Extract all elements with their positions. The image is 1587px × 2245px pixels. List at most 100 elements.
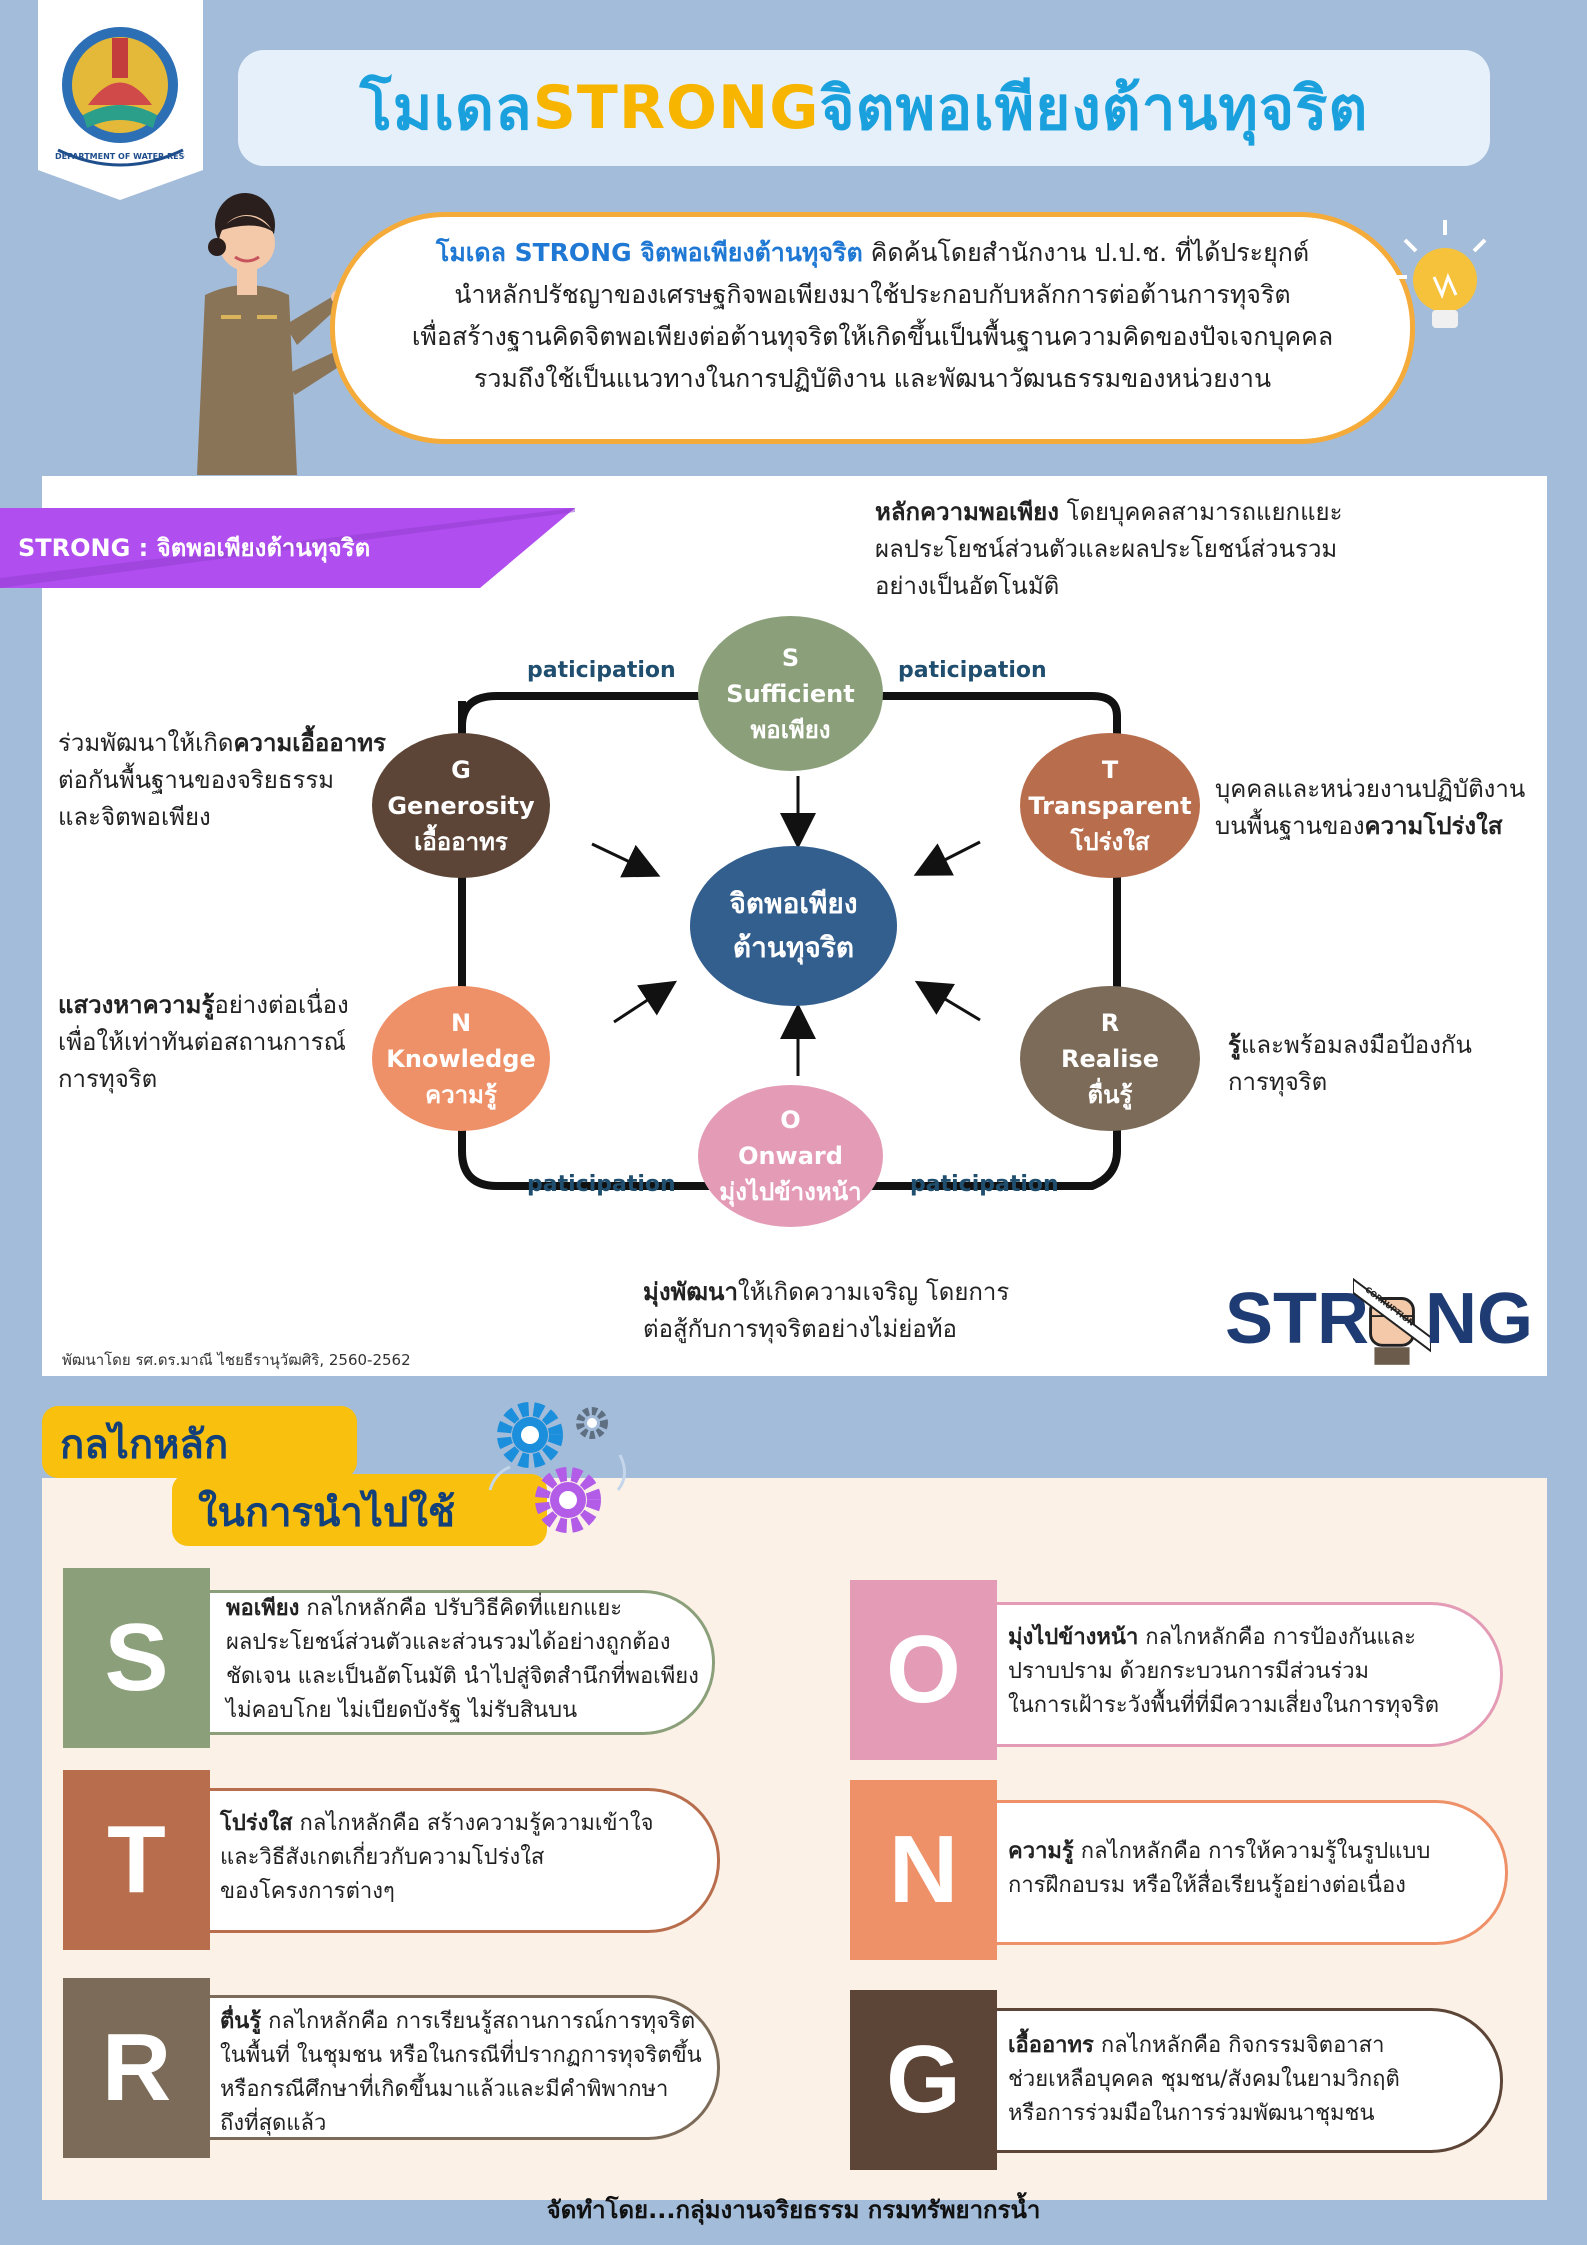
desc-n-bold: แสวงหาความรู้: [58, 991, 215, 1019]
desc-g-line-2: ต่อกันพื้นฐานของจริยธรรม: [58, 766, 335, 794]
desc-g: ร่วมพัฒนาให้เกิดความเอื้ออาทร ต่อกันพื้น…: [58, 725, 398, 836]
node-r-letter: R: [1100, 1008, 1120, 1037]
node-g: G Generosity เอื้ออาทร: [372, 733, 550, 878]
mechanism-letter-t: T: [63, 1770, 210, 1950]
desc-n-rest-1: อย่างต่อเนื่อง: [214, 991, 349, 1019]
mechanism-text-s: พอเพียง กลไกหลักคือ ปรับวิธีคิดที่แยกแยะ…: [226, 1592, 716, 1728]
mechanism-r-line-4: ถึงที่สุดแล้ว: [220, 2111, 327, 2136]
mechanism-s-bold: พอเพียง: [226, 1596, 300, 1621]
desc-n: แสวงหาความรู้อย่างต่อเนื่อง เพื่อให้เท่า…: [58, 987, 378, 1098]
desc-t: บุคคลและหน่วยงานปฏิบัติงาน บนพื้นฐานของค…: [1215, 771, 1545, 845]
mechanism-letter-s: S: [63, 1568, 210, 1748]
mechanism-n-line-1: กลไกหลักคือ การให้ความรู้ในรูปแบบ: [1073, 1839, 1431, 1864]
mechanism-n-bold: ความรู้: [1008, 1839, 1074, 1864]
mechanism-title-bg-2: [172, 1474, 547, 1546]
desc-s-rest-2: ผลประโยชน์ส่วนตัวและผลประโยชน์ส่วนรวม: [875, 535, 1338, 563]
mechanism-g-line-3: หรือการร่วมมือในการร่วมพัฒนาชุมชน: [1008, 2101, 1375, 2126]
title-part-2: STRONG: [532, 73, 820, 143]
node-n-letter: N: [450, 1008, 472, 1037]
mechanism-card-g: [995, 2008, 1503, 2153]
mechanism-t-line-3: ของโครงการต่างๆ: [220, 1879, 395, 1904]
node-t: T Transparent โปร่งใส: [1020, 733, 1200, 878]
mechanism-g-bold: เอื้ออาทร: [1008, 2033, 1094, 2058]
mechanism-letter-g: G: [850, 1990, 997, 2170]
desc-t-pre-2: บนพื้นฐานของ: [1215, 812, 1365, 840]
credit-text: พัฒนาโดย รศ.ดร.มาณี ไชยธีรานุวัฒศิริ, 25…: [62, 1351, 411, 1369]
strong-banner-label: STRONG : จิตพอเพียงต้านทุจริต: [18, 534, 371, 562]
arrow-r: [914, 980, 981, 1022]
mechanism-t-line-1: กลไกหลักคือ สร้างความรู้ความเข้าใจ: [292, 1811, 654, 1836]
desc-o-line-2: ต่อสู้กับการทุจริตอย่างไม่ย่อท้อ: [643, 1315, 957, 1343]
mechanism-r-line-2: ในพื้นที่ ในชุมชน หรือในกรณีที่ปรากฏการท…: [220, 2043, 702, 2068]
mechanism-card-s: [210, 1590, 715, 1735]
desc-n-line-2: เพื่อให้เท่าทันต่อสถานการณ์: [58, 1028, 346, 1056]
desc-n-line-3: การทุจริต: [58, 1065, 158, 1093]
logo-caption: DEPARTMENT OF WATER RESOURCES: [55, 152, 185, 161]
node-t-th: โปร่งใส: [1070, 827, 1150, 856]
node-g-letter: G: [451, 755, 471, 784]
mechanism-s-line-4: ไม่คอบโกย ไม่เบียดบังรัฐ ไม่รับสินบน: [226, 1698, 578, 1723]
desc-t-line-1: บุคคลและหน่วยงานปฏิบัติงาน: [1215, 775, 1526, 803]
desc-s-rest-1: โดยบุคคลสามารถแยกแยะ: [1058, 498, 1343, 526]
strong-banner: [0, 508, 575, 588]
desc-r: รู้และพร้อมลงมือป้องกัน การทุจริต: [1228, 1027, 1528, 1101]
arrow-n: [613, 980, 678, 1024]
mechanism-title-line-1: กลไกหลัก: [60, 1422, 229, 1468]
center-line-2: ต้านทุจริต: [732, 931, 855, 964]
strong-logo: STR CORRUPTION NG: [1225, 1268, 1533, 1368]
mechanism-r-bold: ตื่นรู้: [220, 2009, 262, 2034]
desc-o-bold: มุ่งพัฒนา: [643, 1278, 738, 1306]
title-box: [238, 50, 1490, 166]
mechanism-s-line-1: กลไกหลักคือ ปรับวิธีคิดที่แยกแยะ: [299, 1596, 623, 1621]
desc-o-rest-1: ให้เกิดความเจริญ โดยการ: [737, 1278, 1010, 1306]
participation-label-bottom-right: paticipation: [910, 1172, 1059, 1197]
node-r-en: Realise: [1061, 1044, 1159, 1073]
intro-line-1: โมเดล STRONG จิตพอเพียงต้านทุจริต คิดค้น…: [360, 232, 1385, 274]
mechanism-n-line-2: การฝึกอบรม หรือให้สื่อเรียนรู้อย่างต่อเน…: [1008, 1873, 1406, 1898]
mechanism-t-bold: โปร่งใส: [220, 1811, 293, 1836]
strong-logo-left: STR: [1225, 1279, 1369, 1359]
participation-label-top-left: paticipation: [527, 658, 676, 683]
node-o: O Onward มุ่งไปข้างหน้า: [698, 1085, 883, 1227]
participation-label-bottom-left: paticipation: [527, 1172, 676, 1197]
mechanism-o-line-3: ในการเฝ้าระวังพื้นที่ที่มีความเสี่ยงในกา…: [1008, 1693, 1440, 1718]
diagram-connectors: [458, 692, 1121, 1190]
mechanism-r-line-1: กลไกหลักคือ การเรียนรู้สถานการณ์การทุจริ…: [261, 2009, 696, 2034]
center-node: จิตพอเพียง ต้านทุจริต: [690, 846, 897, 1006]
node-o-en: Onward: [738, 1142, 843, 1170]
footer-credit: จัดทำโดย...กลุ่มงานจริยธรรม กรมทรัพยากรน…: [546, 2196, 1041, 2224]
mechanism-t-line-2: และวิธีสังเกตเกี่ยวกับความโปร่งใส: [220, 1845, 545, 1870]
node-g-en: Generosity: [387, 791, 535, 820]
mechanism-letter-o: O: [850, 1580, 997, 1760]
mechanism-s-line-2: ผลประโยชน์ส่วนตัวและส่วนรวมได้อย่างถูกต้…: [226, 1630, 671, 1655]
lightbulb-icon: [1392, 220, 1487, 328]
title-part-1: โมเดล: [359, 73, 533, 144]
node-n-en: Knowledge: [386, 1044, 536, 1073]
node-s-en: Sufficient: [726, 679, 855, 708]
mechanism-text-o: มุ่งไปข้างหน้า กลไกหลักคือ การป้องกันและ…: [1008, 1621, 1498, 1723]
mechanism-letter-r: R: [63, 1978, 210, 2158]
mechanism-text-r: ตื่นรู้ กลไกหลักคือ การเรียนรู้สถานการณ์…: [220, 2005, 720, 2141]
mechanism-g-line-2: ช่วยเหลือบุคคล ชุมชน/สังคมในยามวิกฤติ: [1008, 2067, 1400, 2092]
intro-text: โมเดล STRONG จิตพอเพียงต้านทุจริต คิดค้น…: [360, 232, 1385, 400]
gears-icon: [488, 1402, 626, 1533]
intro-line-3: เพื่อสร้างฐานคิดจิตพอเพียงต่อต้านทุจริตใ…: [411, 322, 1334, 351]
mechanism-card-o: [995, 1602, 1503, 1747]
mechanism-text-n: ความรู้ กลไกหลักคือ การให้ความรู้ในรูปแบ…: [1008, 1835, 1503, 1903]
department-logo: [38, 0, 203, 200]
mechanism-title-line-2: ในการนำไปใช้: [198, 1490, 456, 1536]
desc-s-bold: หลักความพอเพียง: [875, 498, 1059, 526]
desc-r-rest-1: และพร้อมลงมือป้องกัน: [1240, 1031, 1472, 1059]
mechanism-card-r: [210, 1995, 720, 2140]
intro-line-2: นำหลักปรัชญาของเศรษฐกิจพอเพียงมาใช้ประกอ…: [454, 280, 1291, 309]
node-t-en: Transparent: [1028, 791, 1192, 820]
mechanism-o-line-2: ปราบปราม ด้วยกระบวนการมีส่วนร่วม: [1008, 1659, 1370, 1684]
desc-s-rest-3: อย่างเป็นอัตโนมัติ: [875, 572, 1060, 600]
node-r-th: ตื่นรู้: [1087, 1080, 1133, 1109]
title-part-3: จิตพอเพียงต้านทุจริต: [819, 73, 1369, 144]
node-r: R Realise ตื่นรู้: [1020, 986, 1200, 1131]
desc-r-line-2: การทุจริต: [1228, 1068, 1328, 1096]
desc-g-pre-1: ร่วมพัฒนาให้เกิด: [58, 729, 234, 757]
desc-g-bold-1: ความเอื้ออาทร: [233, 729, 386, 757]
node-s-th: พอเพียง: [750, 715, 831, 744]
